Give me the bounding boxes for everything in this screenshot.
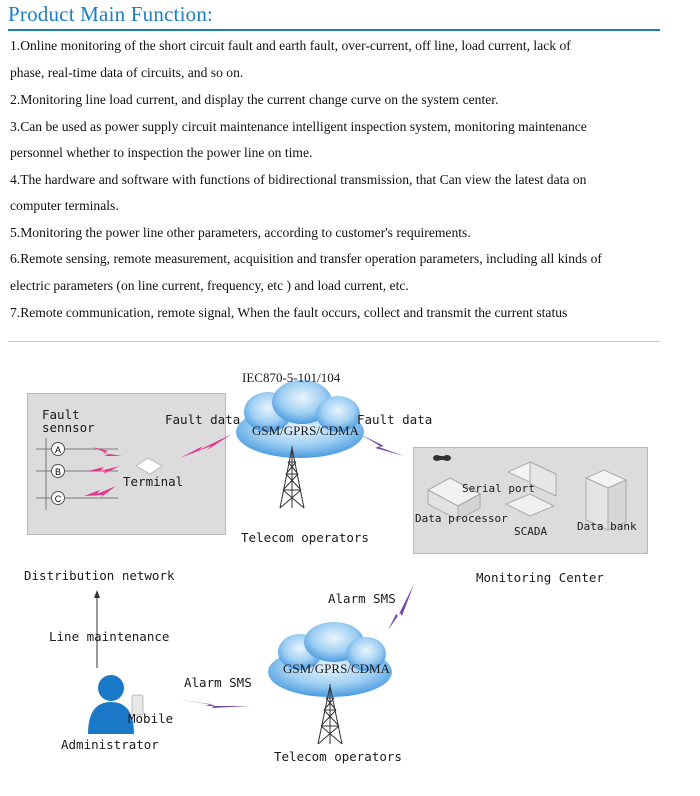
text-line: 3.Can be used as power supply circuit ma… — [10, 119, 587, 134]
protocol-label: IEC870-5-101/104 — [242, 370, 341, 385]
scada-label: SCADA — [514, 525, 548, 538]
text-line: phase, real-time data of circuits, and s… — [10, 65, 244, 80]
fault-data-lightning-left-icon — [180, 434, 232, 458]
data-bank-label: Data bank — [577, 520, 637, 533]
monitoring-center-label: Monitoring Center — [476, 570, 604, 585]
text-line: 2.Monitoring line load current, and disp… — [10, 92, 499, 107]
mobile-label: Mobile — [128, 711, 174, 726]
text-line: 4.The hardware and software with functio… — [10, 172, 587, 187]
fault-data-left-label: Fault data — [165, 412, 241, 427]
data-processor-icon — [426, 477, 482, 521]
alarm-lightning-right-icon — [388, 584, 414, 630]
data-processor-label: Data processor — [415, 512, 508, 525]
text-line: electric parameters (on line current, fr… — [10, 278, 409, 293]
line-maintenance-label: Line maintenance — [49, 629, 170, 644]
text-line: 6.Remote sensing, remote measurement, ac… — [10, 251, 602, 266]
sensor-phase-circles — [51, 442, 65, 505]
sensor-lightning-icons — [84, 447, 122, 498]
cloud-top-icon — [236, 380, 364, 458]
alarm-sms-left-label: Alarm SMS — [184, 675, 252, 690]
serial-port-label: Serial port — [462, 482, 535, 495]
fault-sensor-label: Fault sennsor — [42, 407, 95, 435]
data-bank-icon — [584, 469, 628, 531]
arrow-head-icon — [94, 590, 100, 598]
administrator-icon — [88, 675, 134, 734]
phase-c-label: C — [55, 494, 62, 504]
text-line: 7.Remote communication, remote signal, W… — [10, 305, 568, 320]
distribution-network-label: Distribution network — [24, 568, 175, 583]
phase-b-label: B — [55, 467, 61, 477]
diagram-graphics: A B C — [36, 380, 628, 745]
alarm-lightning-left-icon — [180, 700, 250, 708]
sensor-lines — [36, 438, 118, 510]
distribution-panel — [27, 393, 226, 535]
tower-bottom-icon — [317, 684, 343, 745]
alarm-sms-right-label: Alarm SMS — [328, 591, 396, 606]
phase-a-label: A — [55, 445, 61, 455]
scada-icon — [504, 461, 558, 517]
section-divider — [8, 341, 660, 342]
network-top-label: GSM/GPRS/CDMA — [252, 423, 359, 438]
router-icon — [433, 455, 451, 461]
section-heading: Product Main Function: — [8, 2, 214, 26]
text-line: personnel whether to inspection the powe… — [10, 145, 313, 160]
telecom-top-label: Telecom operators — [241, 530, 369, 545]
fault-data-right-label: Fault data — [357, 412, 433, 427]
network-bottom-label: GSM/GPRS/CDMA — [283, 661, 390, 676]
text-line: 1.Online monitoring of the short circuit… — [10, 38, 571, 53]
telecom-bottom-label: Telecom operators — [274, 749, 402, 764]
mobile-icon — [131, 694, 144, 716]
terminal-label: Terminal — [123, 474, 184, 489]
text-line: computer terminals. — [10, 198, 119, 213]
administrator-label: Administrator — [61, 737, 159, 752]
heading-underline — [8, 29, 660, 31]
fault-data-lightning-right-icon — [360, 434, 404, 456]
cloud-bottom-icon — [268, 622, 392, 697]
tower-top-icon — [279, 446, 305, 509]
system-diagram: Fault sennsor A B C — [0, 350, 700, 796]
text-line: 5.Monitoring the power line other parame… — [10, 225, 471, 240]
terminal-icon — [135, 457, 163, 475]
